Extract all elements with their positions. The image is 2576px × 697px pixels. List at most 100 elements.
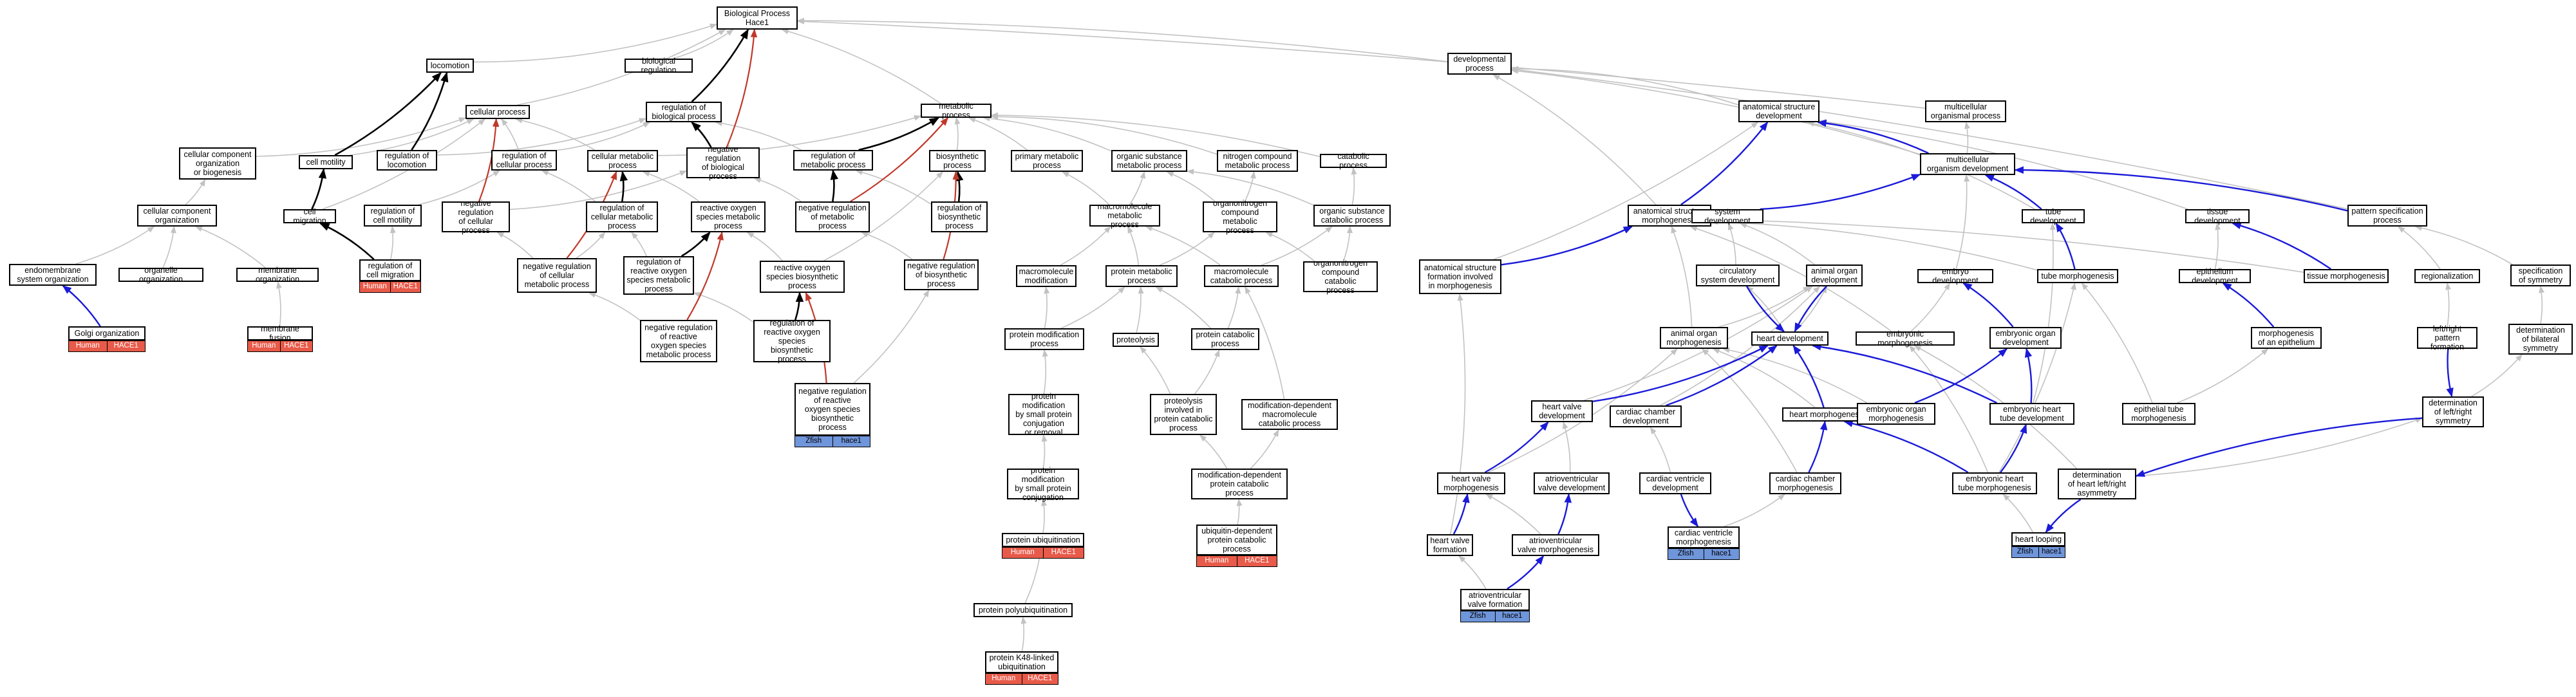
go-term-proteolysis-cat[interactable]: proteolysis involved in protein cataboli…	[1150, 394, 1217, 435]
go-term-prot-mod-small[interactable]: protein modification by small protein co…	[1008, 392, 1079, 437]
go-term-catab[interactable]: catabolic process	[1320, 152, 1387, 170]
go-term-sys-dev[interactable]: system development	[1691, 207, 1763, 225]
go-term-prot-ubiq[interactable]: protein ubiquitination	[1002, 533, 1084, 547]
go-term-embryo-dev[interactable]: embryo development	[1917, 267, 1993, 285]
go-term-morph-epi[interactable]: morphogenesis of an epithelium	[2251, 327, 2322, 349]
go-term-det-lr[interactable]: determination of left/right symmetry	[2422, 396, 2484, 427]
go-term-tissue-dev[interactable]: tissue development	[2185, 207, 2250, 225]
go-term-av-valve-morph[interactable]: atrioventricular valve morphogenesis	[1512, 534, 1599, 556]
go-term-ana-form[interactable]: anatomical structure formation involved …	[1419, 259, 1501, 294]
go-term-heart-dev[interactable]: heart development	[1751, 331, 1829, 346]
go-term-reg-cell-met[interactable]: regulation of cellular metabolic process	[586, 201, 658, 232]
go-term-prot-met[interactable]: protein metabolic process	[1105, 265, 1178, 287]
go-term-reg-cell-mot[interactable]: regulation of cell motility	[364, 205, 422, 227]
go-term-nitro[interactable]: nitrogen compound metabolic process	[1217, 150, 1298, 172]
go-term-reg-loco[interactable]: regulation of locomotion	[377, 150, 437, 171]
go-term-macro-met[interactable]: macromolecule metabolic process	[1089, 202, 1160, 229]
go-term-reg-biosyn[interactable]: regulation of biosynthetic process	[931, 201, 988, 232]
go-term-reg-ros-biosyn[interactable]: regulation of reactive oxygen species bi…	[753, 319, 831, 364]
go-term-neg-reg-bio[interactable]: negative regulation of biological proces…	[686, 145, 760, 181]
go-term-memb-org[interactable]: membrane organization	[236, 266, 319, 284]
go-term-emb-heart-tube-dev[interactable]: embryonic heart tube development	[1989, 403, 2074, 425]
go-term-locomotion[interactable]: locomotion	[426, 59, 474, 73]
go-term-prim-met[interactable]: primary metabolic process	[1011, 150, 1083, 172]
go-term-heart-loop[interactable]: heart looping	[2011, 532, 2065, 546]
go-term-ros-biosyn[interactable]: reactive oxygen species biosynthetic pro…	[760, 261, 845, 293]
go-term-cardiac-vent-morph[interactable]: cardiac ventricle morphogenesis	[1668, 526, 1740, 548]
go-term-cardiac-ch-dev[interactable]: cardiac chamber development	[1610, 405, 1682, 427]
go-term-cardiac-ch-morph[interactable]: cardiac chamber morphogenesis	[1769, 472, 1841, 494]
go-term-macro-mod[interactable]: macromolecule modification	[1016, 265, 1076, 287]
go-term-dev-proc[interactable]: developmental process	[1447, 53, 1512, 75]
go-term-cardiac-vent-dev[interactable]: cardiac ventricle development	[1639, 472, 1711, 494]
go-term-prot-mod-conj[interactable]: protein modification by small protein co…	[1007, 466, 1079, 502]
go-term-det-heart-lr[interactable]: determination of heart left/right asymme…	[2058, 469, 2136, 499]
go-term-emb-organ-dev[interactable]: embryonic organ development	[1989, 327, 2062, 349]
go-term-prot-polyubiq[interactable]: protein polyubiquitination	[973, 603, 1073, 617]
go-term-golgi[interactable]: Golgi organization	[68, 326, 146, 340]
go-term-circ-dev[interactable]: circulatory system development	[1696, 265, 1780, 286]
go-term-emb-heart-tube-morph[interactable]: embryonic heart tube morphogenesis	[1952, 472, 2037, 494]
go-term-ccorg[interactable]: cellular component organization or bioge…	[179, 147, 256, 180]
go-term-cc-org[interactable]: cellular component organization	[137, 205, 217, 227]
go-term-prot-k48[interactable]: protein K48-linked ubiquitination	[985, 651, 1058, 673]
go-term-neg-reg-cellp[interactable]: negative regulation of cellular process	[442, 199, 510, 235]
go-term-ros-met[interactable]: reactive oxygen species metabolic proces…	[691, 201, 766, 232]
go-term-reg-cell-mig[interactable]: regulation of cell migration	[359, 259, 421, 281]
go-term-cell-mig[interactable]: cell migration	[283, 207, 336, 225]
go-term-epi-dev[interactable]: epithelium development	[2179, 267, 2251, 285]
go-term-mod-dep-macro[interactable]: modification-dependent macromolecule cat…	[1241, 399, 1338, 430]
go-term-multi-dev[interactable]: multicellular organism development	[1920, 153, 2015, 175]
go-term-pattern[interactable]: pattern specification process	[2347, 205, 2427, 227]
go-term-av-valve-dev[interactable]: atrioventricular valve development	[1534, 472, 1610, 494]
go-term-cell-mot[interactable]: cell motility	[299, 155, 353, 169]
go-term-emb-organ-morph[interactable]: embryonic organ morphogenesis	[1857, 403, 1935, 425]
go-term-macro-cat[interactable]: macromolecule catabolic process	[1204, 265, 1279, 287]
go-term-cell-met[interactable]: cellular metabolic process	[587, 150, 658, 172]
go-term-tissue-morph[interactable]: tissue morphogenesis	[2304, 269, 2389, 283]
go-term-org-sub[interactable]: organic substance metabolic process	[1111, 150, 1187, 172]
go-term-organelle[interactable]: organelle organization	[118, 266, 203, 284]
go-term-tube-morph[interactable]: tube morphogenesis	[2037, 269, 2118, 283]
go-term-spec-sym[interactable]: specification of symmetry	[2510, 265, 2571, 286]
go-term-neg-reg-ros-met[interactable]: negative regulation of reactive oxygen s…	[640, 320, 717, 362]
go-term-neg-reg-cell-met[interactable]: negative regulation of cellular metaboli…	[517, 258, 597, 293]
go-term-det-bilat[interactable]: determination of bilateral symmetry	[2508, 324, 2573, 355]
go-term-regionalization[interactable]: regionalization	[2414, 269, 2480, 283]
go-term-prot-mod[interactable]: protein modification process	[1004, 328, 1084, 350]
go-term-reg-ros-met[interactable]: regulation of reactive oxygen species me…	[623, 256, 694, 295]
go-term-animal-morph[interactable]: animal organ morphogenesis	[1660, 327, 1728, 349]
go-term-heart-valve-form[interactable]: heart valve formation	[1427, 534, 1473, 556]
go-term-bio-reg[interactable]: biological regulation	[625, 57, 693, 75]
go-term-heart-valve-dev[interactable]: heart valve development	[1531, 400, 1593, 422]
go-term-heart-morph[interactable]: heart morphogenesis	[1782, 407, 1872, 422]
go-term-lr-pattern[interactable]: left/right pattern formation	[2417, 324, 2477, 351]
go-term-neg-reg-biosyn[interactable]: negative regulation of biosynthetic proc…	[904, 259, 979, 290]
go-term-multi-org[interactable]: multicellular organismal process	[1925, 100, 2006, 122]
go-term-prot-cat[interactable]: protein catabolic process	[1191, 328, 1259, 350]
go-term-orgn-met[interactable]: organonitrogen compound metabolic proces…	[1203, 199, 1277, 235]
go-term-neg-reg-ros-biosyn[interactable]: negative regulation of reactive oxygen s…	[794, 383, 870, 436]
go-term-org-cat[interactable]: organic substance catabolic process	[1313, 205, 1391, 227]
go-term-cell-proc[interactable]: cellular process	[465, 105, 530, 119]
go-term-orgn-cat[interactable]: organonitrogen compound catabolic proces…	[1303, 259, 1378, 295]
go-term-animal-dev[interactable]: animal organ development	[1806, 265, 1863, 286]
go-term-reg-bio[interactable]: regulation of biological process	[646, 102, 722, 122]
go-term-av-valve-form[interactable]: atrioventricular valve formation	[1460, 589, 1530, 611]
go-term-heart-valve-morph[interactable]: heart valve morphogenesis	[1437, 472, 1505, 494]
go-term-root[interactable]: Biological Process Hace1	[717, 6, 798, 30]
go-term-reg-met[interactable]: regulation of metabolic process	[793, 150, 873, 171]
go-term-endomem[interactable]: endomembrane system organization	[9, 264, 97, 286]
go-term-memb-fusion[interactable]: membrane fusion	[247, 324, 313, 342]
go-term-met-proc[interactable]: metabolic process	[921, 102, 992, 120]
go-term-mod-dep-prot[interactable]: modification-dependent protein catabolic…	[1191, 469, 1288, 499]
go-term-ubiq-dep[interactable]: ubiquitin-dependent protein catabolic pr…	[1196, 525, 1277, 555]
go-term-ana-dev[interactable]: anatomical structure development	[1738, 100, 1819, 122]
go-term-neg-reg-met[interactable]: negative regulation of metabolic process	[795, 201, 870, 232]
go-term-biosyn[interactable]: biosynthetic process	[929, 150, 986, 172]
go-term-emb-morph[interactable]: embryonic morphogenesis	[1856, 330, 1955, 348]
go-term-proteolysis[interactable]: proteolysis	[1113, 333, 1159, 347]
go-term-tube-dev[interactable]: tube development	[2022, 207, 2085, 225]
go-term-epi-tube-morph[interactable]: epithelial tube morphogenesis	[2122, 403, 2195, 425]
go-term-reg-cellp[interactable]: regulation of cellular process	[491, 150, 557, 171]
